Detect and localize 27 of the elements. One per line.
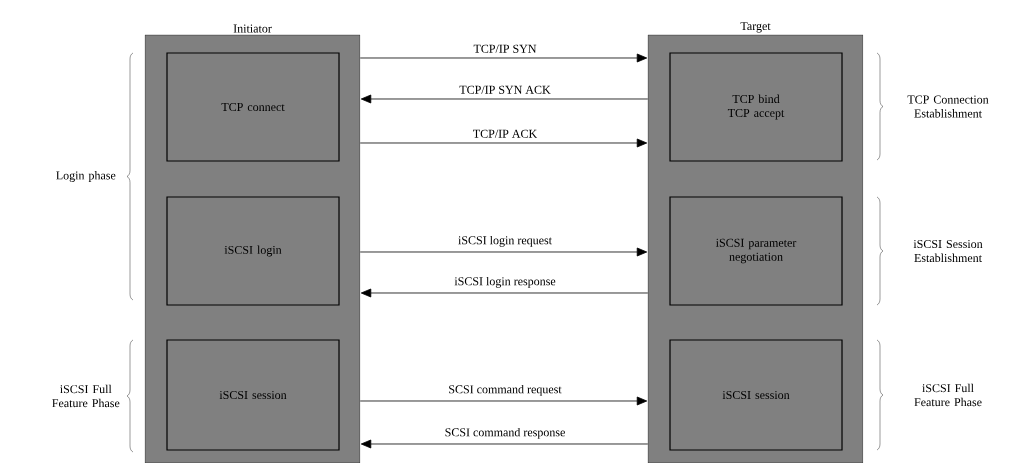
edge-label: TCP/IP ACK [473,129,538,138]
phase-label: iSCSI Session Establishment [913,239,983,262]
arrow [360,94,649,104]
arrow [359,138,648,148]
edge-label: TCP/IP SYN [473,44,537,53]
phase-label: iSCSI Full Feature Phase [52,384,120,408]
edge-label: SCSI command request [449,384,562,396]
process-box: iSCSI session [669,339,843,451]
process-box: TCP bind TCP accept [669,52,843,162]
edge-label: iSCSI login response [454,276,556,288]
arrow [360,288,649,298]
edge-label: SCSI command response [445,427,565,439]
process-box: iSCSI session [166,339,340,451]
arrow [359,53,648,63]
edge-label: TCP/IP SYN ACK [459,85,551,94]
process-box: iSCSI parameter negotiation [669,196,843,306]
phase-label: iSCSI Full Feature Phase [914,383,982,407]
node-label: Initiator [233,24,272,33]
arrow [359,247,648,257]
phase-label: TCP Connection Establishment [907,95,989,118]
node-label: Target [740,22,771,33]
arrow [359,396,648,406]
edge-label: iSCSI login request [458,235,552,247]
arrow [360,439,649,449]
process-box: TCP connect [166,52,340,162]
phase-label: Login phase [56,171,116,182]
process-box: iSCSI login [166,196,340,306]
